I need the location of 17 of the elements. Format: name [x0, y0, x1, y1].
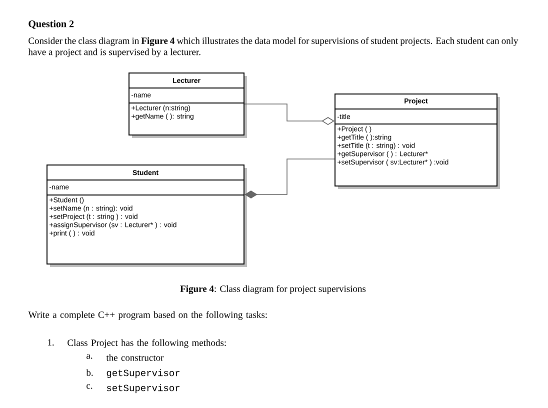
class-box — [128, 72, 247, 138]
association-line — [244, 104, 334, 125]
list-item: getSupervisor — [106, 369, 180, 378]
list-number: 1. — [48, 339, 54, 346]
paragraph: Consider the class diagram in Figure 4 which illustrates the data model for supervisions of student projects. Each student can only have a project and is supervised by a lecturer. — [28, 37, 518, 58]
figure-caption: Figure 4: Class diagram for project supervisions — [180, 285, 366, 294]
list-letter: c. — [86, 384, 92, 389]
heading: Question 2 — [28, 20, 74, 29]
paragraph: Write a complete C++ program based on the following tasks: — [28, 311, 267, 320]
class-box — [334, 94, 500, 189]
association-line — [244, 158, 335, 198]
class-box — [46, 164, 247, 267]
list-item: Class Project has the following methods: — [68, 339, 226, 348]
list-letter: b. — [86, 369, 93, 376]
list-letter: a. — [86, 354, 92, 359]
list-item: the constructor — [106, 354, 164, 361]
list-item: setSupervisor — [106, 384, 180, 394]
